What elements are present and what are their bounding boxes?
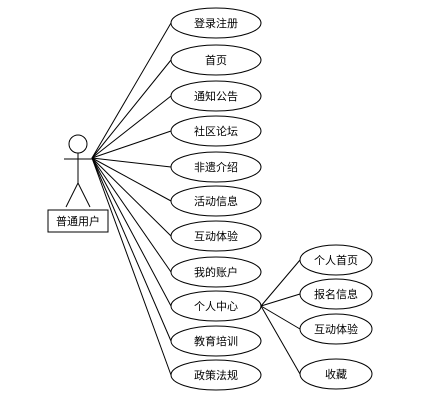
link-interact2 [260,305,301,330]
actor-right-leg [77,182,91,208]
sub-use-case-favorite: 收藏 [299,358,373,390]
use-case-forum: 社区论坛 [170,115,262,147]
use-case-ellipse [170,44,262,76]
actor-head [68,134,88,154]
use-case-policy: 政策法规 [170,359,262,391]
link-heritage [91,157,172,168]
use-case-ellipse [170,115,262,147]
link-center [91,157,172,307]
actor-left-leg [65,182,79,208]
sub-use-case-ellipse [299,358,373,390]
use-case-notice: 通知公告 [170,80,262,112]
sub-use-case-ellipse [299,278,373,310]
sub-use-case-interact2: 互动体验 [299,313,373,345]
use-case-home: 首页 [170,44,262,76]
use-case-label: 登录注册 [194,16,238,30]
link-activity [91,157,172,202]
use-case-center: 个人中心 [170,290,262,322]
use-case-label: 个人中心 [194,300,238,313]
link-home [91,59,172,159]
use-case-interact: 互动体验 [170,220,262,252]
sub-use-case-label: 互动体验 [314,322,358,336]
use-case-label: 通知公告 [194,89,238,103]
link-forum [91,130,172,159]
link-signup [260,293,301,307]
use-case-ellipse [170,185,262,217]
use-case-label: 政策法规 [194,368,238,382]
use-case-label: 非遗介绍 [194,160,238,174]
use-case-training: 教育培训 [170,325,262,357]
use-case-ellipse [170,80,262,112]
sub-use-case-signup: 报名信息 [299,278,373,310]
use-case-ellipse [170,256,262,288]
sub-use-case-label: 收藏 [325,367,347,381]
sub-use-case-ellipse [299,313,373,345]
use-case-label: 互动体验 [194,229,238,243]
use-case-group: 登录注册首页通知公告社区论坛非遗介绍活动信息互动体验我的账户个人中心教育培训政策… [170,7,262,391]
link-account [91,157,172,273]
use-case-ellipse [170,325,262,357]
association-lines [91,22,301,376]
link-profile [260,259,301,307]
actor-label-box [47,209,109,233]
use-case-heritage: 非遗介绍 [170,151,262,183]
link-notice [91,95,172,159]
use-case-ellipse [170,151,262,183]
use-case-account: 我的账户 [170,256,262,288]
link-favorite [260,305,301,375]
link-training [91,157,172,342]
use-case-ellipse [170,7,262,39]
sub-use-case-profile: 个人首页 [299,244,373,276]
use-case-ellipse [170,359,262,391]
link-policy [91,157,172,376]
actor-figure: 普通用户 [47,134,109,233]
sub-use-case-label: 报名信息 [314,287,358,301]
use-case-login: 登录注册 [170,7,262,39]
sub-use-case-label: 个人首页 [314,253,358,267]
sub-use-case-ellipse [299,244,373,276]
use-case-label: 教育培训 [194,334,238,348]
link-login [91,22,172,159]
use-case-label: 我的账户 [194,265,238,279]
use-case-ellipse [170,290,262,322]
use-case-activity: 活动信息 [170,185,262,217]
use-case-label: 首页 [205,53,227,67]
use-case-label: 社区论坛 [194,124,238,138]
use-case-label: 活动信息 [194,194,238,208]
actor-label: 普通用户 [56,214,100,228]
link-interact [91,157,172,237]
use-case-ellipse [170,220,262,252]
